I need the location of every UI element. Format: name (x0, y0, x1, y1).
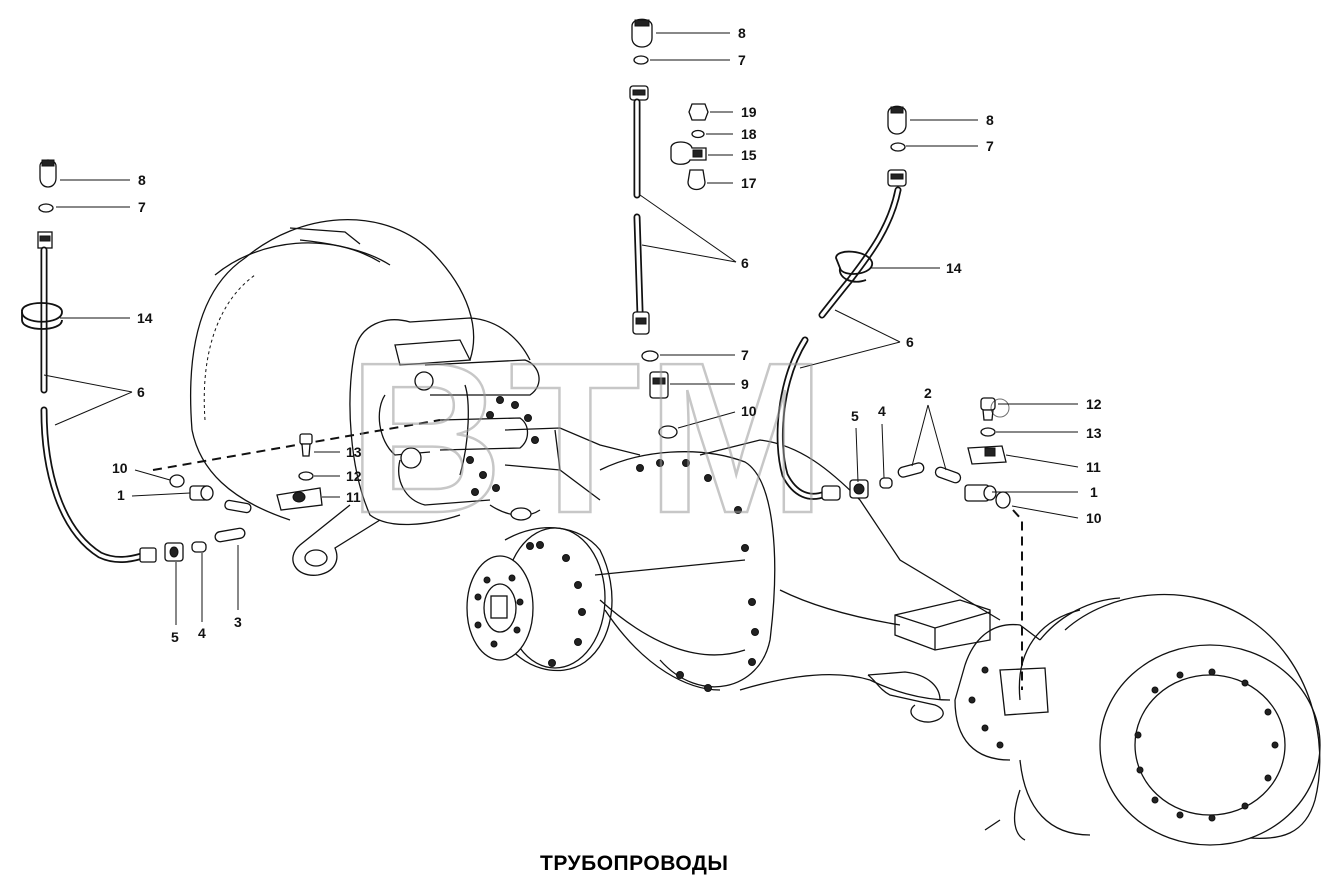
callout-labels: 8 7 14 6 10 1 5 4 3 13 12 11 8 7 19 18 1… (112, 25, 1102, 645)
pinion-flange (466, 527, 613, 672)
callout-12-right: 12 (1086, 396, 1102, 412)
callout-6-center: 6 (741, 255, 749, 271)
callout-17: 17 (741, 175, 757, 191)
callout-7-right: 7 (986, 138, 994, 154)
callout-1-right: 1 (1090, 484, 1098, 500)
callout-6-right: 6 (906, 334, 914, 350)
callout-4-right: 4 (878, 403, 886, 419)
axle-housing (504, 427, 1001, 701)
callout-13-left: 13 (346, 444, 362, 460)
center-hose-assembly (629, 18, 709, 439)
callout-8-left: 8 (138, 172, 146, 188)
left-hose-assembly (21, 159, 323, 563)
callout-5-left: 5 (171, 629, 179, 645)
callout-14-left: 14 (137, 310, 153, 326)
callout-15: 15 (741, 147, 757, 163)
right-hose-assembly (776, 105, 1011, 509)
callout-19: 19 (741, 104, 757, 120)
leader-lines (43, 32, 1079, 625)
left-knuckle (292, 317, 541, 576)
callout-13-right: 13 (1086, 425, 1102, 441)
diagram-title: ТРУБОПРОВОДЫ (540, 852, 728, 875)
callout-8-right: 8 (986, 112, 994, 128)
callout-12-left: 12 (346, 468, 362, 484)
callout-10-center: 10 (741, 403, 757, 419)
callout-2: 2 (924, 385, 932, 401)
callout-1-left: 1 (117, 487, 125, 503)
callout-10-right: 10 (1086, 510, 1102, 526)
callout-7-center: 7 (738, 52, 746, 68)
callout-18: 18 (741, 126, 757, 142)
left-brake-drum (189, 219, 475, 521)
callout-10-left: 10 (112, 460, 128, 476)
callout-11-left: 11 (346, 489, 361, 505)
callout-9: 9 (741, 376, 749, 392)
callout-8-center: 8 (738, 25, 746, 41)
callout-7-lower: 7 (741, 347, 749, 363)
callout-4-left: 4 (198, 625, 206, 641)
right-brake-drum (867, 593, 1321, 846)
callout-3: 3 (234, 614, 242, 630)
callout-7-left: 7 (138, 199, 146, 215)
callout-5-right: 5 (851, 408, 859, 424)
callout-11-right: 11 (1086, 459, 1101, 475)
callout-6-left: 6 (137, 384, 145, 400)
callout-14-right: 14 (946, 260, 962, 276)
watermark: BTM (348, 317, 832, 558)
